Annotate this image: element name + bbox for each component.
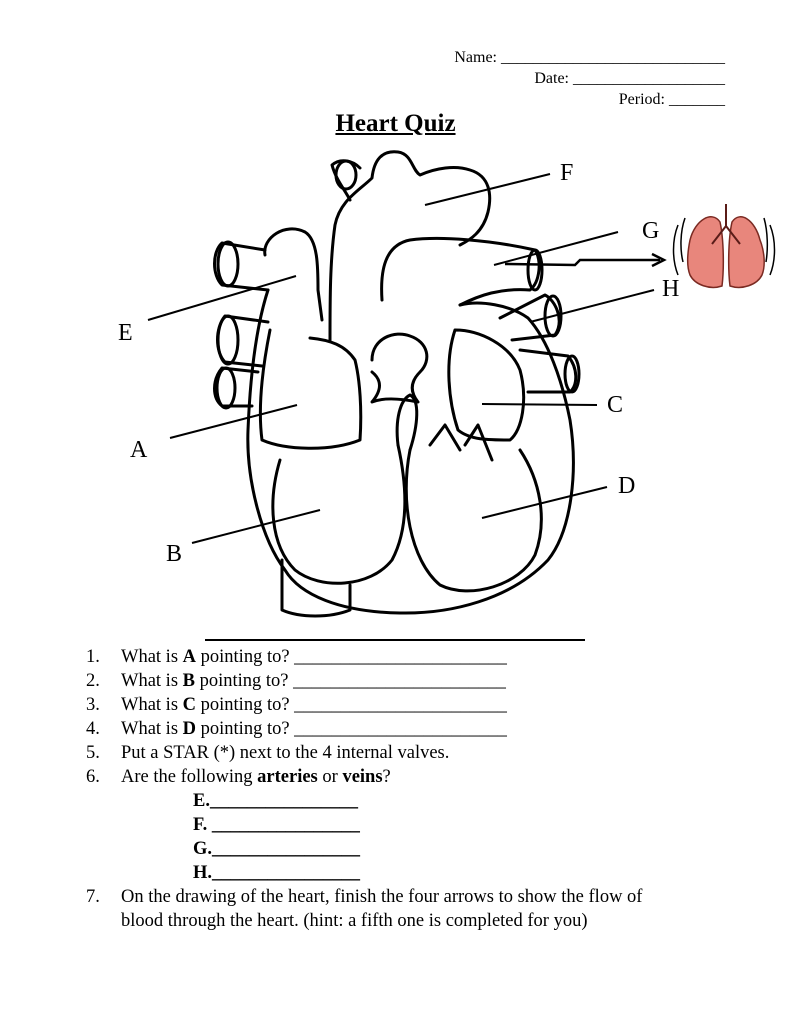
leader-f	[424, 173, 551, 206]
answer-e[interactable]: E.________________	[193, 791, 358, 811]
left-vessel-low-end	[215, 366, 237, 410]
pulmonary-artery-shape	[380, 236, 541, 307]
question-2: 2. What is B pointing to? ______________…	[86, 671, 506, 691]
label-a: A	[130, 437, 148, 463]
left-ventricle-wall	[404, 448, 543, 593]
answer-blank-2[interactable]: pointing to? _______________________	[195, 671, 506, 691]
right-vessel-low-end	[563, 354, 581, 394]
date-label: Date:	[534, 70, 569, 87]
inferior-vena-cava	[280, 558, 352, 618]
label-e: E	[118, 320, 133, 346]
question-1: 1. What is A pointing to? ______________…	[86, 647, 507, 667]
page-title: Heart Quiz	[335, 110, 456, 137]
label-b: B	[166, 541, 182, 567]
right-ventricle-wall	[271, 443, 407, 585]
question-4: 4. What is D pointing to? ______________…	[86, 719, 507, 739]
flow-arrow	[504, 252, 667, 268]
answer-blank-1[interactable]: pointing to? _______________________	[196, 647, 507, 667]
label-f: F	[560, 160, 573, 186]
date-field[interactable]: Date: ___________________	[534, 69, 725, 89]
period-label: Period:	[618, 91, 665, 108]
right-vessel-top-end	[543, 294, 563, 338]
leader-h	[529, 289, 655, 323]
name-label: Name:	[454, 49, 497, 66]
name-field[interactable]: Name: ____________________________	[454, 48, 725, 68]
period-blank[interactable]: _______	[669, 91, 725, 108]
left-atrium-wall	[447, 328, 526, 442]
question-list: 1. What is A pointing to? ______________…	[86, 645, 746, 933]
heart-outline	[246, 288, 575, 615]
septum	[395, 393, 419, 452]
question-7: 7. On the drawing of the heart, finish t…	[86, 887, 643, 931]
label-h: H	[662, 276, 679, 302]
answer-blank-3[interactable]: pointing to? _______________________	[196, 695, 507, 715]
left-vessel-top-end	[216, 240, 240, 288]
label-d: D	[618, 473, 635, 499]
answer-g[interactable]: G.________________	[193, 839, 361, 859]
leader-a	[169, 404, 298, 439]
label-g: G	[642, 218, 659, 244]
label-c: C	[607, 392, 623, 418]
mitral-valve	[428, 423, 494, 462]
vena-cava-shape	[263, 227, 324, 322]
left-vessel-mid-end	[216, 314, 240, 366]
leader-b	[191, 509, 321, 544]
question-5: 5. Put a STAR (*) next to the 4 internal…	[86, 743, 450, 763]
pulmonary-artery-end	[526, 248, 544, 292]
date-blank[interactable]: ___________________	[573, 70, 725, 87]
aortic-arch-shape	[328, 150, 492, 342]
leader-e	[147, 275, 297, 321]
right-atrium-wall	[258, 328, 363, 450]
period-field[interactable]: Period: _______	[619, 90, 725, 110]
aortic-valve-bulb	[370, 332, 429, 404]
leader-c	[481, 403, 598, 406]
answer-blank-4[interactable]: pointing to? _______________________	[196, 719, 507, 739]
leader-g	[493, 231, 619, 266]
left-vessel-top	[213, 241, 270, 292]
heart-diagram: A B C D E F G H	[118, 150, 776, 641]
name-blank[interactable]: ____________________________	[501, 49, 725, 66]
answer-h[interactable]: H.________________	[193, 863, 361, 883]
question-6: 6. Are the following arteries or veins?	[86, 767, 391, 787]
aorta-left-end	[334, 159, 358, 191]
question-3: 3. What is C pointing to? ______________…	[86, 695, 507, 715]
lungs-icon	[672, 204, 776, 289]
leader-d	[481, 486, 608, 519]
answer-f[interactable]: F. ________________	[193, 815, 360, 835]
